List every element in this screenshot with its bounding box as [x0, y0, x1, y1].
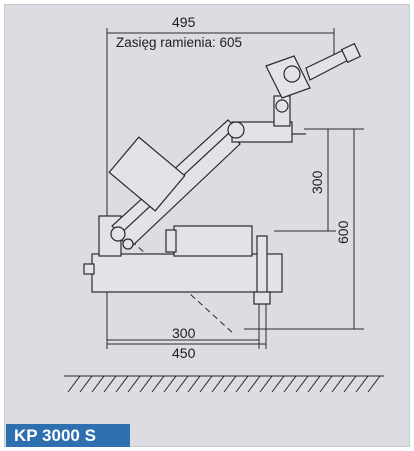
dim-label-300-vertical: 300 [309, 170, 325, 194]
arm-motor [108, 136, 186, 212]
model-label-badge: KP 3000 S [6, 424, 130, 447]
machine-base [91, 253, 283, 293]
motor-housing [173, 225, 253, 257]
dim-label-495: 495 [172, 14, 196, 30]
dim-label-600: 600 [335, 220, 351, 244]
floor-hatch [64, 375, 384, 393]
dim-label-450: 450 [172, 345, 196, 361]
dim-label-300-bottom: 300 [172, 325, 196, 341]
dim-label-arm-reach: Zasięg ramienia: 605 [116, 35, 243, 50]
machine-drawing [64, 28, 384, 393]
